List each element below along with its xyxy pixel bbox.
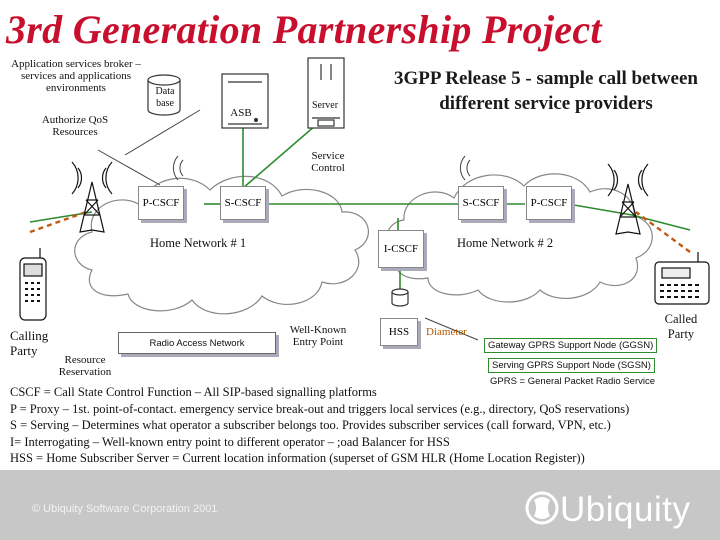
home-network-2-label: Home Network # 2: [457, 236, 554, 250]
definitions-list: CSCF = Call State Control Function – All…: [10, 384, 710, 467]
p-cscf-home-2: P-CSCF: [526, 186, 572, 220]
server-label: Server: [311, 100, 339, 111]
asb-server-icon: [221, 73, 269, 129]
app-services-label: Application services broker – services a…: [11, 58, 141, 94]
cell-tower-left-icon: [71, 161, 113, 233]
definition-serving: S = Serving – Determines what operator a…: [10, 418, 611, 432]
mobile-phone-icon: [19, 248, 47, 321]
ubiquity-logo-icon: [525, 491, 559, 525]
sgsn-box: Serving GPRS Support Node (SGSN): [488, 358, 655, 373]
p-cscf-home-1: P-CSCF: [138, 186, 184, 220]
resource-reservation-label: Resource Reservation: [58, 354, 112, 378]
ubiquity-logo-text: Ubiquity: [560, 490, 691, 529]
called-party-label: Called Party: [664, 312, 698, 341]
signal-arc-icons: [172, 155, 471, 181]
handheld-device-icon: [654, 252, 710, 305]
s-cscf-home-1: S-CSCF: [220, 186, 266, 220]
s-cscf-home-2: S-CSCF: [458, 186, 504, 220]
home-network-1-label: Home Network # 1: [150, 236, 247, 250]
authorize-qos-label: Authorize QoS Resources: [41, 114, 109, 138]
cell-tower-right-icon: [607, 163, 649, 235]
slide-subtitle: 3GPP Release 5 - sample call between dif…: [394, 68, 698, 114]
control-lines: [97, 109, 479, 341]
definition-proxy: P = Proxy – 1st. point-of-contact. emerg…: [10, 401, 630, 416]
server-icon: [307, 57, 345, 129]
hss-database-icon: [391, 288, 409, 307]
hss-node: HSS: [380, 318, 418, 346]
radio-access-network-box: Radio Access Network: [118, 332, 276, 354]
i-cscf-node: I-CSCF: [378, 230, 424, 268]
diameter-label: Diameter: [426, 326, 467, 338]
calling-party-label: Calling Party: [10, 328, 49, 358]
footer-bar: [0, 470, 720, 540]
cloud-home-network-2: [385, 173, 653, 303]
definition-interrogating: I= Interrogating – Well-known entry poin…: [10, 434, 450, 449]
asb-label: ASB: [230, 107, 252, 119]
ggsn-box: Gateway GPRS Support Node (GGSN): [484, 338, 658, 353]
gprs-label: GPRS = General Packet Radio Service: [490, 376, 656, 387]
database-icon: [147, 74, 181, 116]
definition-cscf: CSCF = Call State Control Function – All…: [10, 385, 377, 399]
well-known-entry-label: Well-Known Entry Point: [289, 324, 347, 348]
slide-title: 3rd Generation Partnership Project: [6, 7, 602, 52]
database-label: Data base: [155, 86, 175, 109]
definition-hss: HSS = Home Subscriber Server = Current l…: [10, 451, 585, 465]
access-links: [29, 210, 691, 253]
copyright-text: © Ubiquity Software Corporation 2001: [32, 503, 218, 515]
service-control-label: Service Control: [311, 150, 345, 174]
